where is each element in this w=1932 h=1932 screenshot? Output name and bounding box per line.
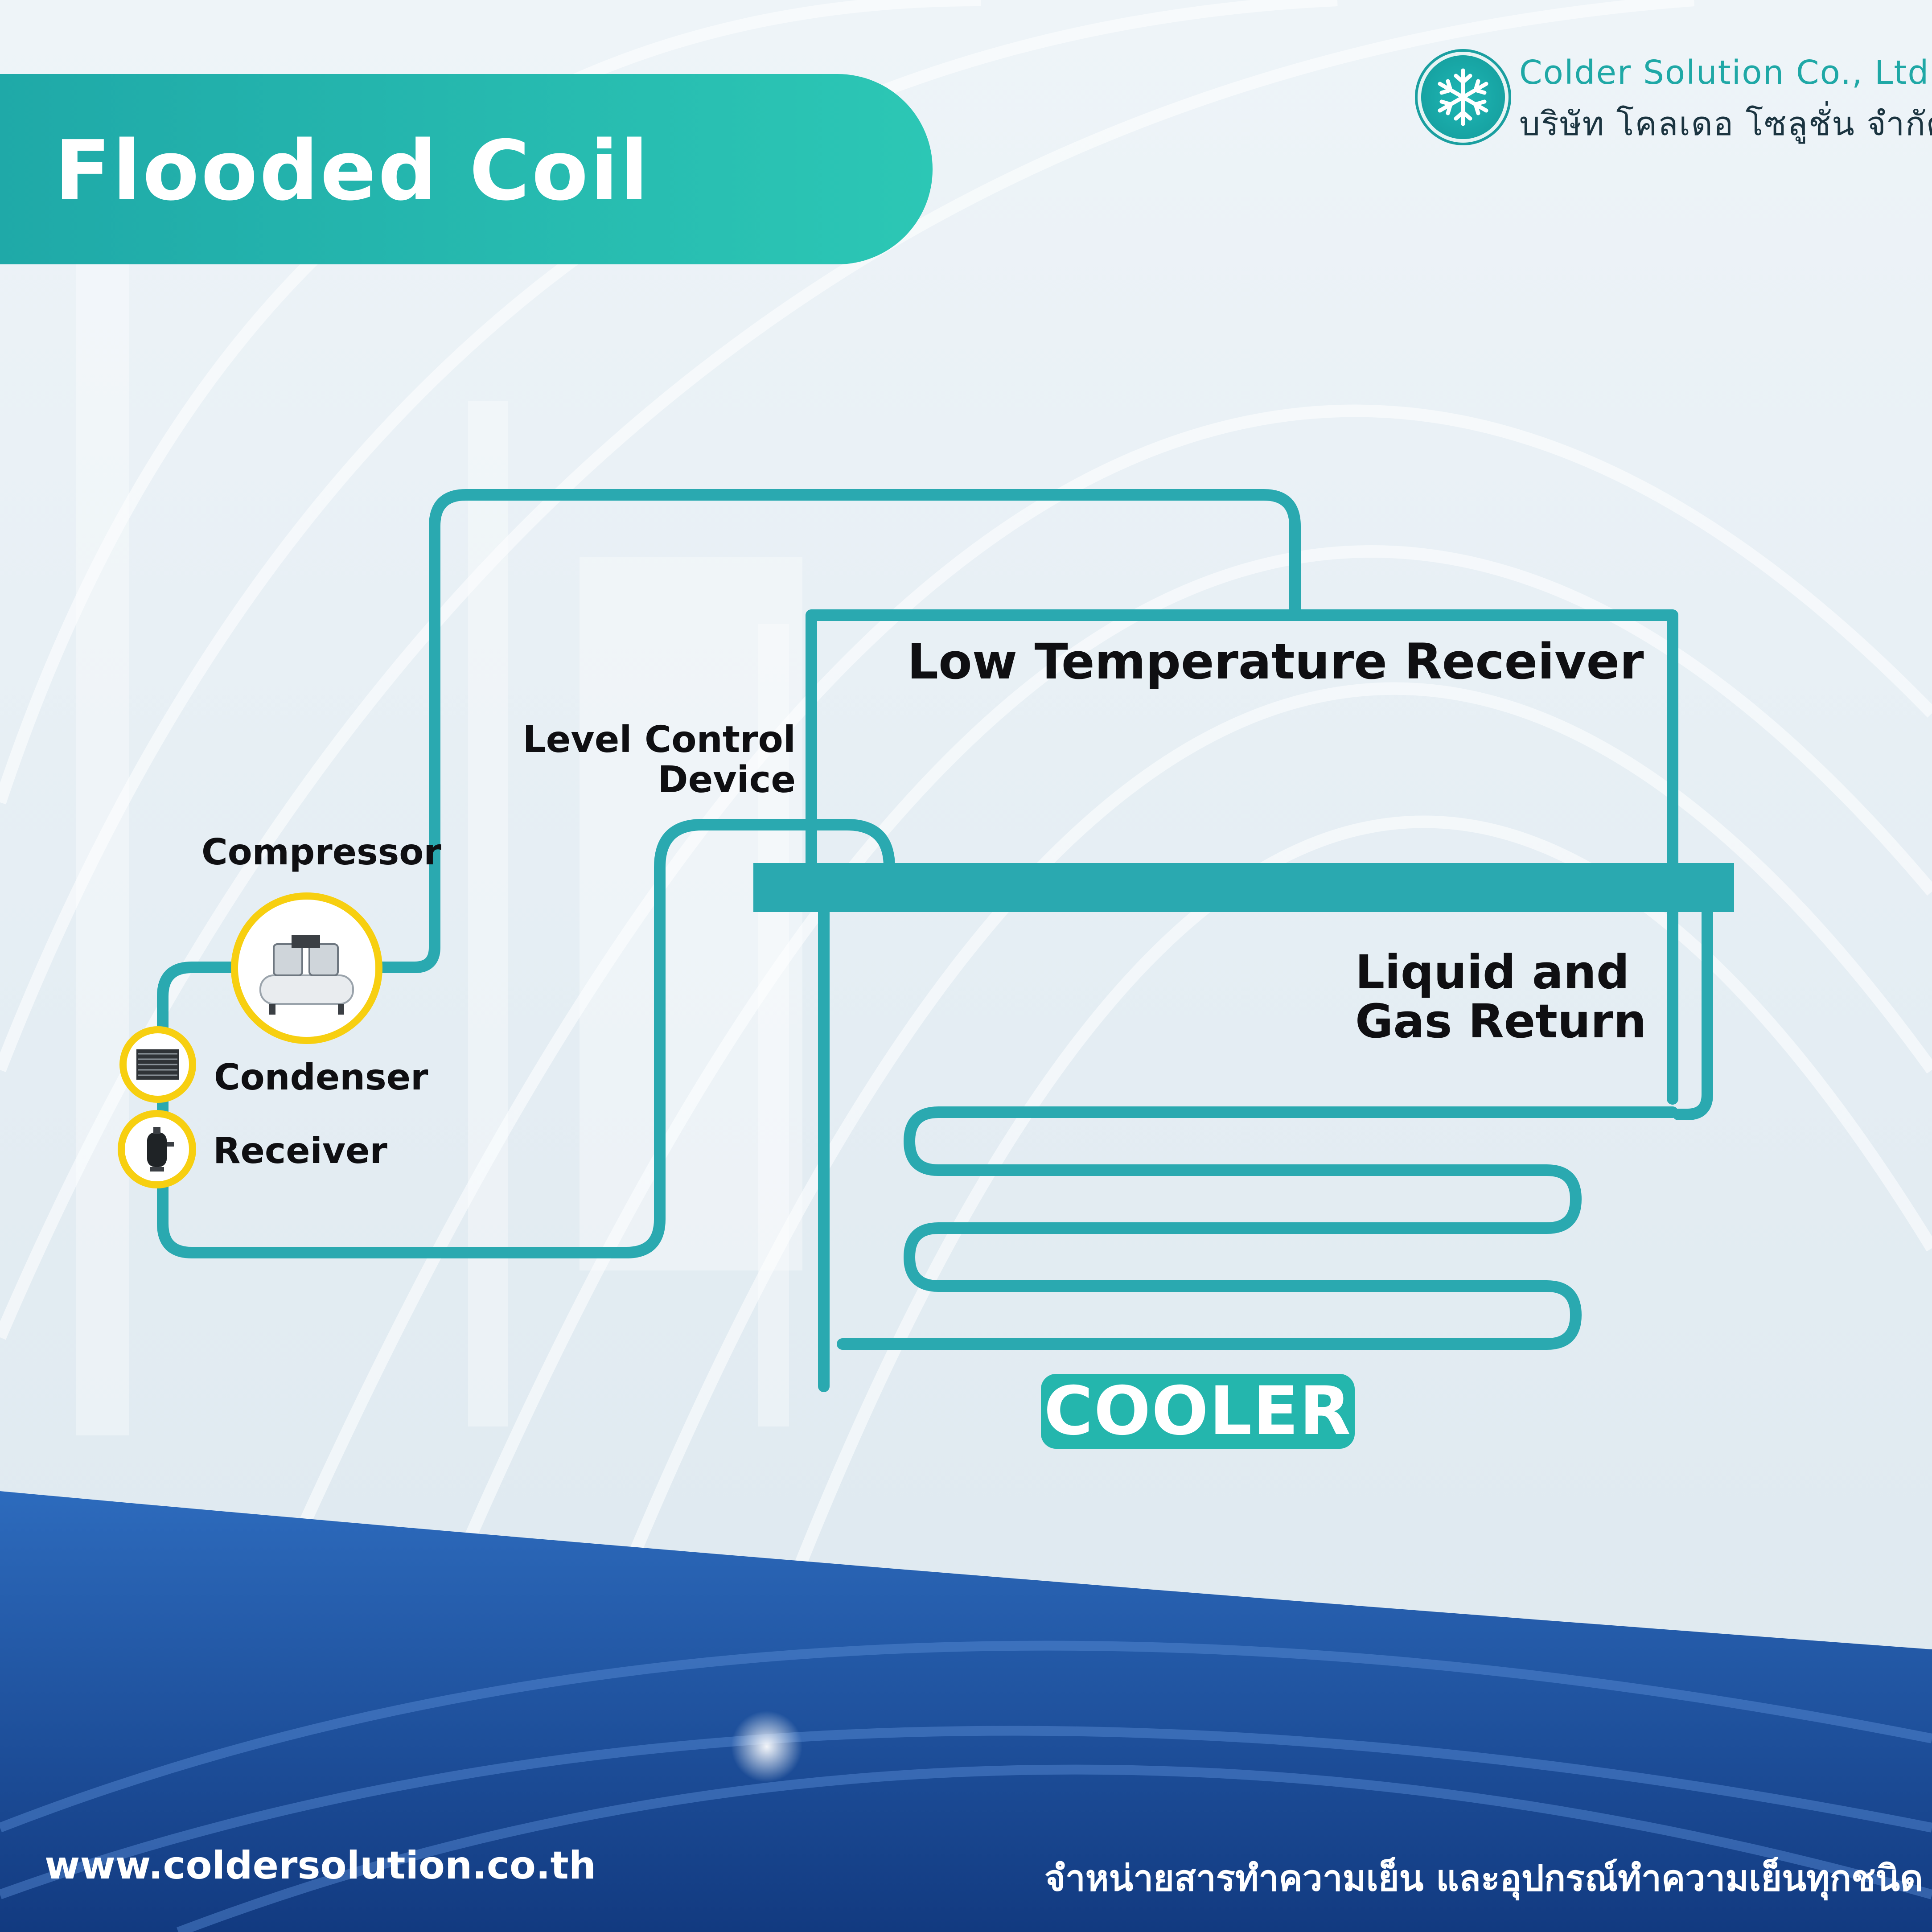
company-name-en: Colder Solution Co., Ltd bbox=[1519, 53, 1930, 92]
cooler-coil bbox=[837, 1106, 1678, 1350]
refrigerant-pipes bbox=[157, 489, 1713, 1392]
level-control-label-line1: Level Control bbox=[522, 719, 796, 761]
company-logo bbox=[1421, 55, 1505, 139]
compressor-label: Compressor bbox=[201, 831, 441, 873]
cooler-badge bbox=[1041, 1374, 1355, 1449]
receiver-label: Receiver bbox=[213, 1130, 387, 1172]
receiver-icon bbox=[147, 1127, 174, 1172]
compressor-badge bbox=[231, 892, 382, 1044]
website-link[interactable]: www.coldersolution.co.th bbox=[45, 1843, 596, 1888]
low-temp-receiver-label: Low Temperature Receiver bbox=[907, 633, 1644, 690]
footer-arches bbox=[0, 1640, 1932, 1932]
compressor-icon bbox=[259, 935, 354, 1015]
footer-band bbox=[0, 1491, 1932, 1932]
low-temp-receiver-shell bbox=[806, 609, 1678, 1105]
company-name-th: บริษัท โคลเดอ โซลูชั่น จำกัด bbox=[1519, 105, 1932, 143]
condenser-label: Condenser bbox=[214, 1056, 428, 1098]
cooler-label: COOLER bbox=[1044, 1373, 1352, 1450]
liquid-gas-return-line1: Liquid and bbox=[1355, 945, 1630, 999]
title-banner bbox=[0, 74, 933, 264]
ceiling-light bbox=[731, 1711, 802, 1782]
level-control-label-line2: Device bbox=[658, 759, 796, 801]
page-title: Flooded Coil bbox=[54, 123, 650, 219]
receiver-badge bbox=[118, 1110, 196, 1188]
pipe-liquid-line bbox=[157, 819, 895, 1258]
footer-tagline: จำหน่ายสารทำความเย็น และอุปกรณ์ทำความเย็… bbox=[1044, 1858, 1923, 1899]
condenser-badge bbox=[119, 1026, 196, 1103]
pipe-compressor-to-receiver bbox=[373, 489, 1301, 973]
snowflake-icon bbox=[1438, 68, 1488, 126]
receiver-header-bar bbox=[753, 863, 1734, 912]
condenser-icon bbox=[136, 1049, 179, 1080]
pipe-return-riser bbox=[1673, 904, 1713, 1120]
liquid-gas-return-line2: Gas Return bbox=[1355, 994, 1647, 1048]
